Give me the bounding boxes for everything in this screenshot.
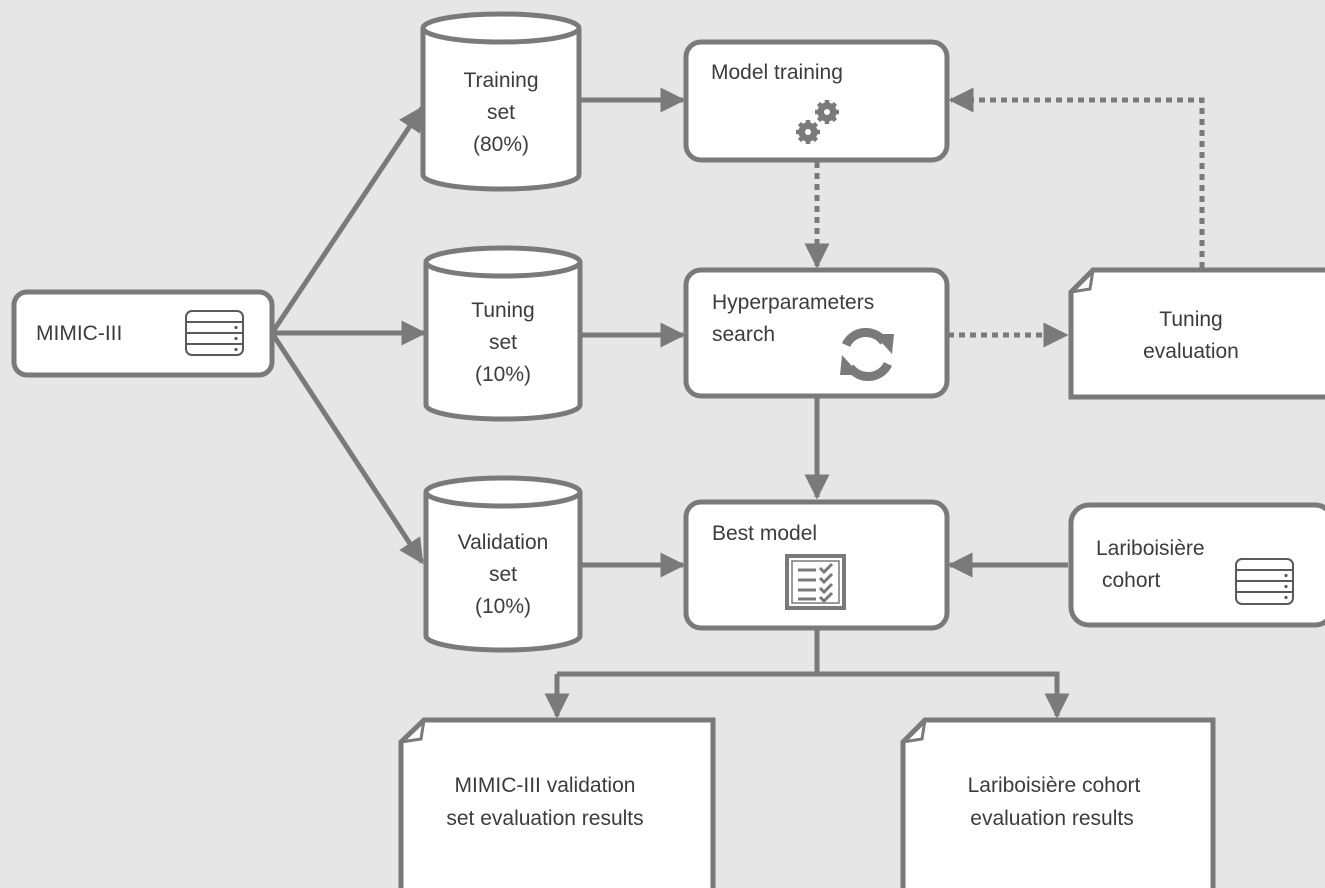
refresh-icon	[840, 328, 894, 381]
validation-set-name: Validation	[458, 531, 549, 554]
training-set-percent: (80%)	[473, 133, 529, 156]
tuning-evaluation-document: Tuning evaluation	[1068, 267, 1325, 400]
validation-set-word: set	[489, 563, 517, 586]
model-training-label: Model training	[711, 61, 843, 84]
arrow-mimic-to-training	[269, 105, 425, 335]
hyperparameters-label-line1: Hyperparameters	[712, 291, 874, 314]
tuning-set-name: Tuning	[471, 299, 534, 322]
mimic-source-box: MIMIC-III	[11, 289, 275, 378]
mimic-results-document: MIMIC-III validation set evaluation resu…	[398, 717, 716, 888]
database-icon	[1235, 558, 1294, 605]
mimic-results-line2: set evaluation results	[446, 807, 643, 830]
arrow-mimic-to-validation	[269, 331, 425, 565]
arrow-to-lariboisiere-results	[817, 671, 1070, 719]
lariboisiere-cohort-line1: Lariboisière	[1096, 537, 1205, 560]
lariboisiere-results-document: Lariboisière cohort evaluation results	[900, 717, 1216, 888]
lariboisiere-cohort-line2: cohort	[1102, 569, 1161, 592]
dotted-arrow-tuning-eval-to-model	[948, 87, 1205, 268]
mimic-source-label: MIMIC-III	[36, 322, 122, 345]
training-set-cylinder: Training set (80%)	[420, 11, 582, 192]
best-model-label: Best model	[712, 522, 817, 545]
hyperparameters-label-line2: search	[712, 323, 775, 346]
training-set-word: set	[487, 101, 515, 124]
tuning-set-word: set	[489, 331, 517, 354]
tuning-set-percent: (10%)	[475, 363, 531, 386]
mimic-results-line1: MIMIC-III validation	[455, 774, 636, 797]
hyperparameters-search-box: Hyperparameters search	[683, 267, 950, 399]
database-icon	[185, 310, 244, 356]
lariboisiere-results-line1: Lariboisière cohort	[968, 774, 1141, 797]
checklist-icon	[785, 554, 846, 610]
gears-icon	[796, 100, 839, 144]
lariboisiere-cohort-box: Lariboisière cohort	[1068, 502, 1325, 628]
best-model-box: Best model	[683, 499, 950, 631]
lariboisiere-results-line2: evaluation results	[970, 807, 1133, 830]
connectors	[269, 87, 1205, 719]
tuning-set-cylinder: Tuning set (10%)	[423, 245, 583, 422]
tuning-evaluation-line2: evaluation	[1143, 340, 1239, 363]
arrow-best-model-split	[557, 630, 820, 677]
training-set-name: Training	[463, 69, 538, 92]
validation-set-cylinder: Validation set (10%)	[423, 475, 583, 653]
model-training-box: Model training	[683, 39, 950, 163]
tuning-evaluation-line1: Tuning	[1159, 308, 1222, 331]
validation-set-percent: (10%)	[475, 595, 531, 618]
